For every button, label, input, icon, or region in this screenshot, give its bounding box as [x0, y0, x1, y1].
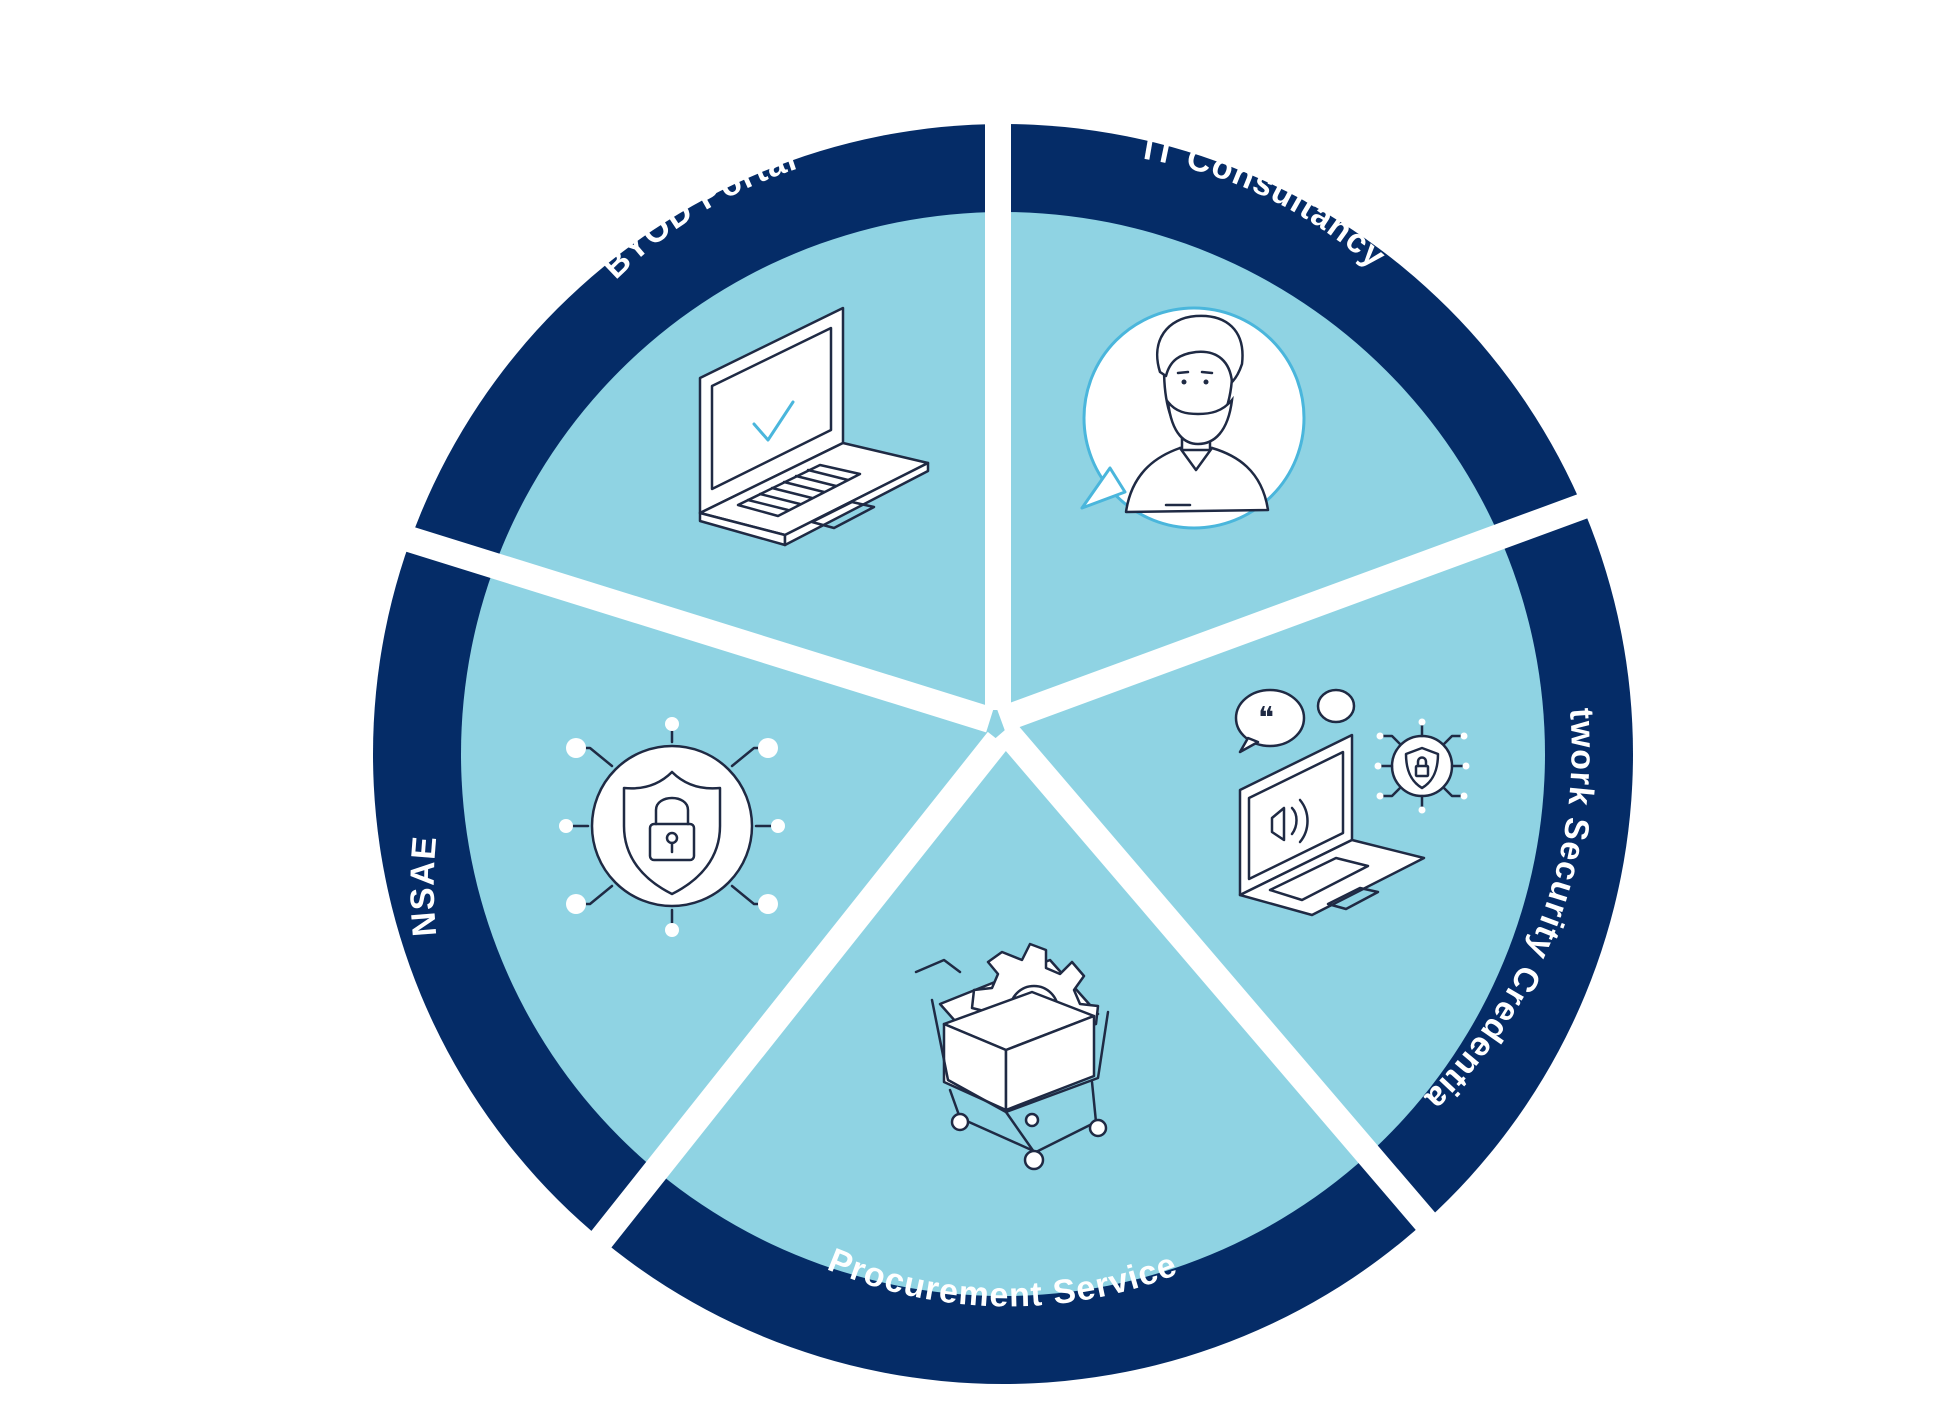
segment-separators: [376, 80, 1610, 1294]
laptop-shield-network-icon: ❝: [1234, 688, 1470, 917]
separator-top-right: [996, 485, 1610, 733]
shield-lock-network-icon: [559, 717, 785, 937]
shopping-cart-gear-icon: [914, 942, 1110, 1171]
laptop-checkmark-icon: [698, 306, 930, 547]
separator-bottom-right: [995, 721, 1490, 1294]
separator-top-left: [376, 517, 994, 733]
separator-bottom-left: [554, 731, 1009, 1294]
svg-text:❝: ❝: [1258, 702, 1274, 735]
consultant-avatar-icon: [1080, 306, 1306, 530]
